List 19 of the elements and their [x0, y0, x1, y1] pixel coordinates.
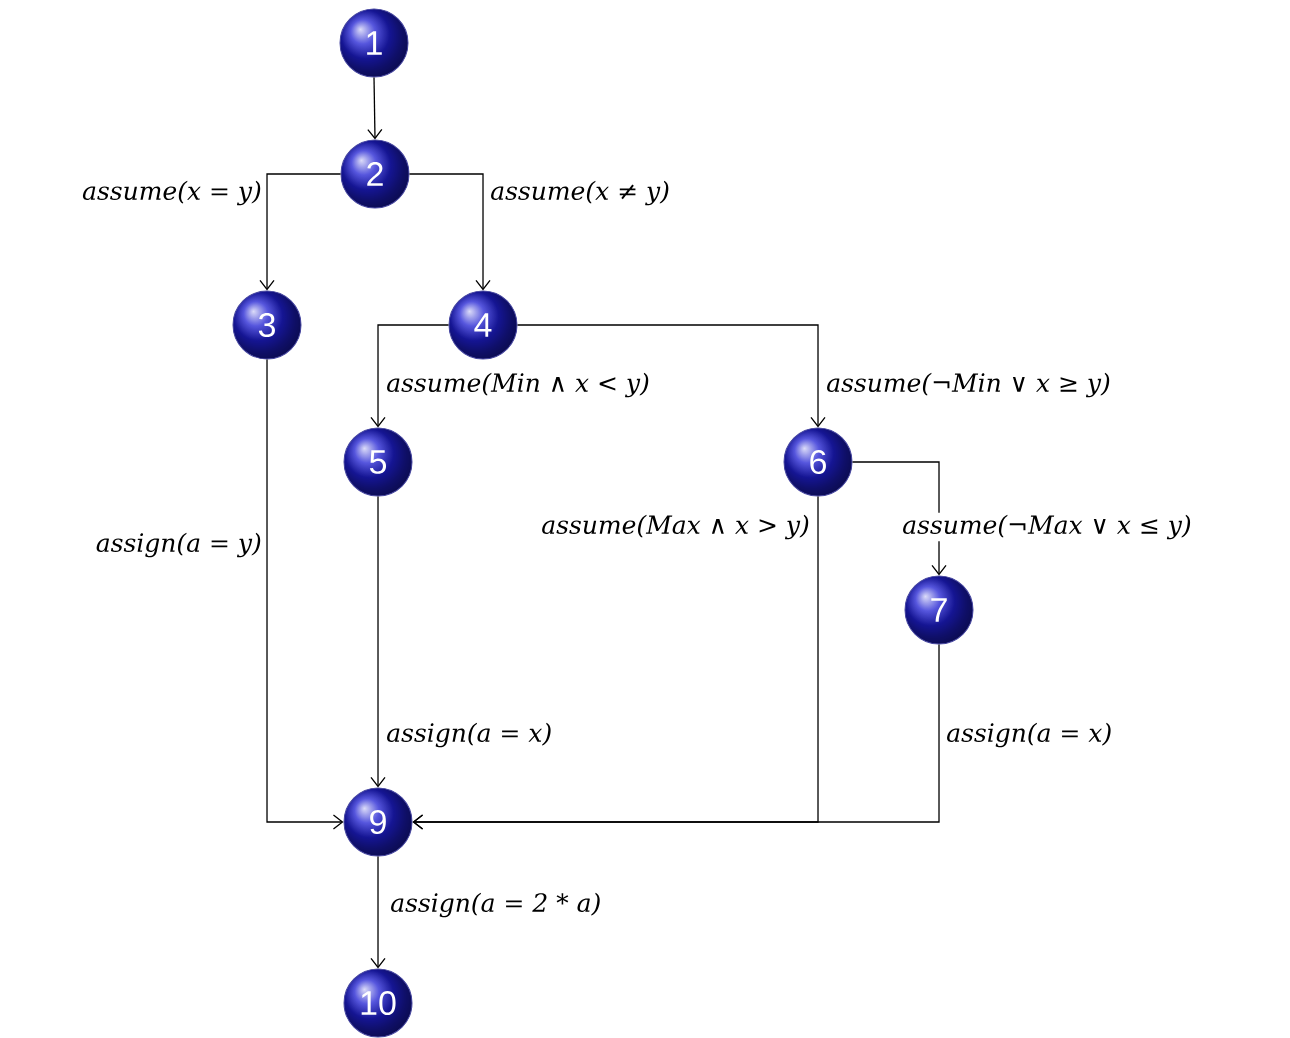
arrow: [516, 324, 826, 428]
edge-label: assign(a = x): [384, 720, 555, 750]
edge-label: assume(x = y): [80, 178, 264, 208]
arrow: [367, 76, 383, 140]
edge-label: assign(a = x): [944, 720, 1115, 750]
edge-label: assume(Max ∧ x > y): [539, 512, 812, 542]
arrow: [370, 324, 450, 428]
edge-label: assign(a = y): [93, 530, 264, 560]
arrow: [370, 495, 386, 788]
edge-label: assume(¬Min ∨ x ≥ y): [824, 370, 1113, 400]
arrow: [259, 173, 342, 291]
arrow: [266, 358, 344, 830]
edge-label: assume(¬Max ∨ x ≤ y): [900, 512, 1194, 542]
edge-label: assume(Min ∧ x < y): [384, 370, 652, 400]
arrow: [370, 855, 386, 969]
arrow: [408, 173, 491, 291]
edge-label: assign(a = 2 * a): [388, 890, 604, 920]
edge-label: assume(x ≠ y): [488, 178, 672, 208]
arrow: [412, 643, 940, 830]
